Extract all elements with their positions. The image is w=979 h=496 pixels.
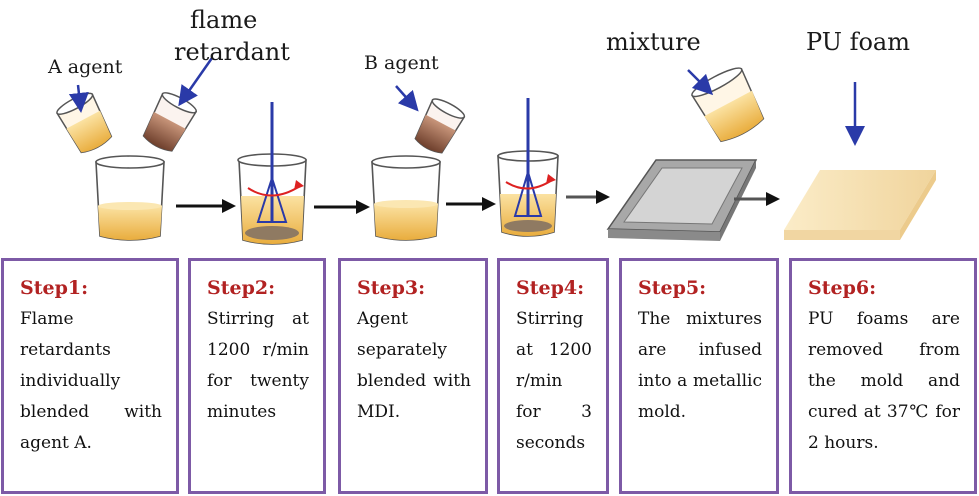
step3-beaker: [371, 155, 441, 241]
mixture-label: mixture: [606, 28, 701, 56]
step-box-5: Step5: The mixtures are infused into a m…: [619, 258, 779, 494]
step-title: Step3:: [357, 277, 426, 299]
step-text: The mixtures are infused into a metallic…: [638, 309, 762, 422]
b-agent-label: B agent: [364, 52, 439, 74]
metallic-mold: [606, 159, 758, 241]
mixture-pointer-arrow: [687, 69, 714, 96]
step-text: Stirring at 1200 r/min for twenty minute…: [207, 309, 309, 422]
process-svg: [56, 57, 936, 245]
step-title: Step2:: [207, 277, 276, 299]
step-text: PU foams are removed from the mold and c…: [808, 309, 960, 453]
pu-foam-label: PU foam: [806, 28, 910, 56]
step-title: Step1:: [20, 277, 89, 299]
a-agent-beaker: [56, 92, 113, 154]
step-box-6: Step6: PU foams are removed from the mol…: [789, 258, 977, 494]
step-title: Step4:: [516, 277, 585, 299]
flame-retardant-label-line1: flame: [190, 6, 258, 34]
pu-foam-block: [784, 170, 936, 240]
process-illustration: A agent flame retardant B agent mixture …: [48, 6, 936, 245]
step4-stirring-beaker: [497, 98, 559, 237]
a-agent-label: A agent: [48, 56, 123, 78]
flame-retardant-label-line2: retardant: [174, 38, 290, 66]
step-box-4: Step4: Stirring at 1200 r/min for 3 seco…: [497, 258, 609, 494]
a-agent-pointer-arrow: [68, 84, 89, 113]
step-box-1: Step1: Flame retardants individually ble…: [1, 258, 179, 494]
step-box-3: Step3: Agent separately blended with MDI…: [338, 258, 488, 494]
step-text: Flame retardants individually blended wi…: [20, 309, 162, 453]
flame-retardant-pointer-arrow: [178, 57, 214, 107]
step-title: Step5:: [638, 277, 707, 299]
step-text: Stirring at 1200 r/min for 3 seconds: [516, 309, 592, 453]
step-title: Step6:: [808, 277, 877, 299]
step-box-2: Step2: Stirring at 1200 r/min for twenty…: [188, 258, 326, 494]
step2-stirring-beaker: [237, 102, 307, 245]
flame-retardant-beaker: [142, 92, 198, 152]
step-text: Agent separately blended with MDI.: [357, 309, 471, 422]
b-agent-beaker: [414, 98, 466, 154]
step1-beaker: [95, 155, 165, 241]
mixture-beaker: [691, 67, 765, 143]
b-agent-pointer-arrow: [395, 85, 419, 112]
